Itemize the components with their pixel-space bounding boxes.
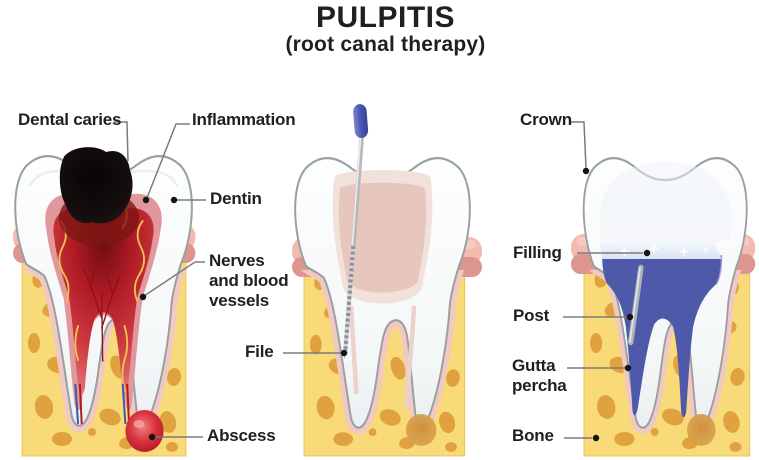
label-inflammation: Inflammation bbox=[192, 110, 296, 129]
blood-vessels bbox=[82, 263, 121, 362]
label-abscess: Abscess bbox=[207, 426, 276, 445]
label-bone: Bone bbox=[512, 426, 554, 445]
diseased-tooth-illustration bbox=[15, 147, 192, 452]
caries-spot bbox=[59, 147, 133, 224]
gutta-percha-fill bbox=[602, 256, 722, 418]
abscess-ball bbox=[125, 410, 164, 452]
restored-tooth-illustration bbox=[584, 157, 747, 446]
page-title: PULPITIS bbox=[315, 1, 455, 34]
leader-lines bbox=[114, 121, 643, 439]
label-crown: Crown bbox=[520, 110, 572, 129]
page-subtitle: (root canal therapy) bbox=[285, 33, 486, 56]
healing-lesion bbox=[405, 414, 437, 446]
root-canal-tooth-illustration bbox=[295, 104, 470, 446]
file-handle bbox=[353, 104, 369, 139]
label-post: Post bbox=[513, 306, 550, 325]
label-filling: Filling bbox=[513, 243, 562, 262]
label-gutta-percha: Gutta percha bbox=[512, 356, 567, 395]
label-dentin: Dentin bbox=[210, 189, 262, 208]
label-file: File bbox=[245, 342, 274, 361]
label-dental-caries: Dental caries bbox=[18, 110, 122, 129]
label-nerves-and-blood-vessels: Nerves and blood vessels bbox=[209, 251, 289, 310]
filling-sparkles bbox=[619, 242, 710, 258]
leader-dots bbox=[139, 167, 651, 442]
filling-layer bbox=[599, 242, 722, 259]
healing-lesion bbox=[687, 414, 716, 446]
crown-cap bbox=[599, 162, 732, 246]
